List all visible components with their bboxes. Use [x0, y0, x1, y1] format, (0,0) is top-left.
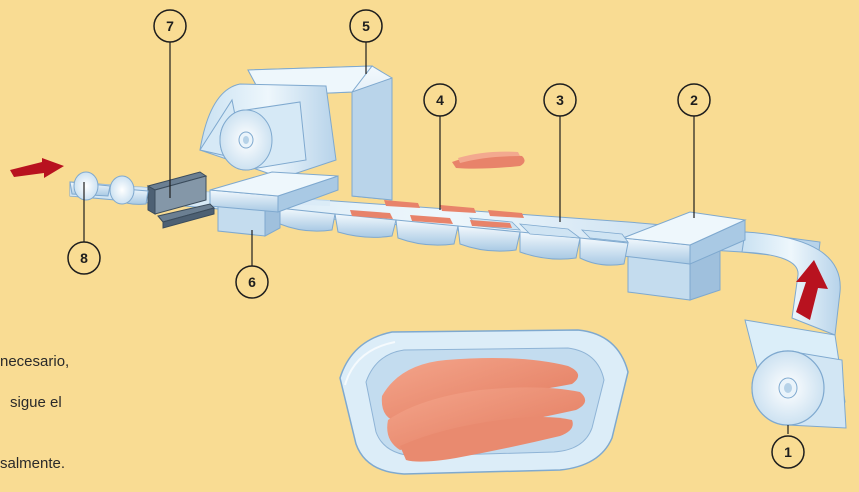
callout-2: 2 — [678, 84, 710, 116]
finished-package — [340, 330, 628, 474]
callout-5: 5 — [350, 10, 382, 42]
callout-3-label: 3 — [556, 92, 564, 108]
film-roll-1 — [752, 351, 846, 428]
caption-line-1: necesario, — [0, 353, 69, 370]
callout-4-label: 4 — [436, 92, 444, 108]
callout-7: 7 — [154, 10, 186, 42]
callout-1-label: 1 — [784, 444, 792, 460]
callout-5-label: 5 — [362, 18, 370, 34]
callout-1: 1 — [772, 436, 804, 468]
callout-7-label: 7 — [166, 18, 174, 34]
callout-4: 4 — [424, 84, 456, 116]
output-arrow — [10, 158, 64, 178]
caption-line-3: salmente. — [0, 455, 65, 472]
caption-line-2: sigue el — [10, 394, 62, 411]
callout-6: 6 — [236, 266, 268, 298]
callout-8: 8 — [68, 242, 100, 274]
product-slices — [452, 152, 525, 169]
callout-8-label: 8 — [80, 250, 88, 266]
callout-2-label: 2 — [690, 92, 698, 108]
callout-3: 3 — [544, 84, 576, 116]
callout-6-label: 6 — [248, 274, 256, 290]
